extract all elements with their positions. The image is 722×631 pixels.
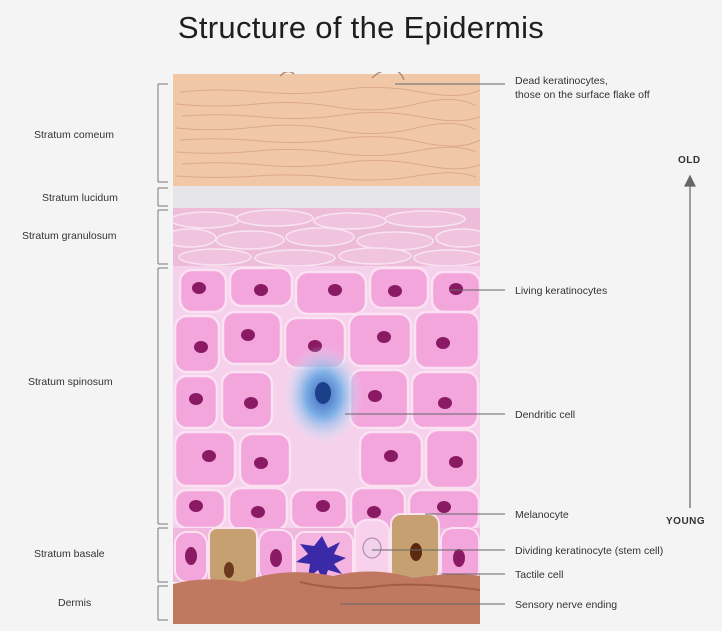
keratinocyte-nucleus: [189, 500, 203, 512]
keratinocyte-nucleus: [377, 331, 391, 343]
keratinocyte-nucleus: [254, 457, 268, 469]
keratinocyte-nucleus: [388, 285, 402, 297]
callout-dead-keratinocytes-line1: Dead keratinocytes,: [515, 74, 650, 88]
granulosum-flattened-cells: [164, 210, 488, 266]
age-label-young: YOUNG: [666, 516, 705, 527]
keratinocyte-nucleus: [328, 284, 342, 296]
keratinocyte-nucleus: [194, 341, 208, 353]
callout-dividing-keratinocyte: Dividing keratinocyte (stem cell): [515, 544, 663, 558]
dendritic-cell: [283, 345, 363, 445]
keratinocyte-nucleus: [368, 390, 382, 402]
keratinocyte-nucleus: [367, 506, 381, 518]
callout-tactile-cell: Tactile cell: [515, 568, 563, 582]
keratinocyte-nucleus: [202, 450, 216, 462]
keratinocyte-nucleus: [449, 456, 463, 468]
callout-sensory-nerve-ending: Sensory nerve ending: [515, 598, 617, 612]
dividing-stem-cell: [363, 538, 381, 558]
keratinocyte-nucleus: [254, 284, 268, 296]
label-stratum-basale: Stratum basale: [34, 548, 105, 560]
keratinocyte-nucleus: [384, 450, 398, 462]
keratinocyte-nucleus: [316, 500, 330, 512]
callout-dead-keratinocytes-line2: those on the surface flake off: [515, 88, 650, 102]
label-stratum-granulosum: Stratum granulosum: [22, 230, 117, 242]
keratinocyte-nucleus: [438, 397, 452, 409]
keratinocyte-nucleus: [244, 397, 258, 409]
keratinocyte-nucleus: [436, 337, 450, 349]
label-stratum-corneum: Stratum comeum: [34, 129, 114, 141]
age-label-old: OLD: [678, 155, 701, 166]
callout-dendritic-cell: Dendritic cell: [515, 408, 575, 422]
label-stratum-spinosum: Stratum spinosum: [28, 376, 113, 388]
callout-living-keratinocytes: Living keratinocytes: [515, 284, 607, 298]
label-stratum-lucidum: Stratum lucidum: [42, 192, 118, 204]
age-arrow: [685, 176, 695, 508]
stratum-lucidum-band: [173, 186, 480, 208]
keratinocyte-nucleus: [241, 329, 255, 341]
layer-brackets: [158, 84, 168, 620]
keratinocyte-nucleus: [192, 282, 206, 294]
keratinocyte-nucleus: [189, 393, 203, 405]
callout-dead-keratinocytes: Dead keratinocytes, those on the surface…: [515, 74, 650, 102]
keratinocyte-nucleus: [437, 501, 451, 513]
keratinocyte-nucleus: [251, 506, 265, 518]
label-dermis: Dermis: [58, 597, 91, 609]
callout-melanocyte: Melanocyte: [515, 508, 569, 522]
keratinocyte-nucleus: [449, 283, 463, 295]
